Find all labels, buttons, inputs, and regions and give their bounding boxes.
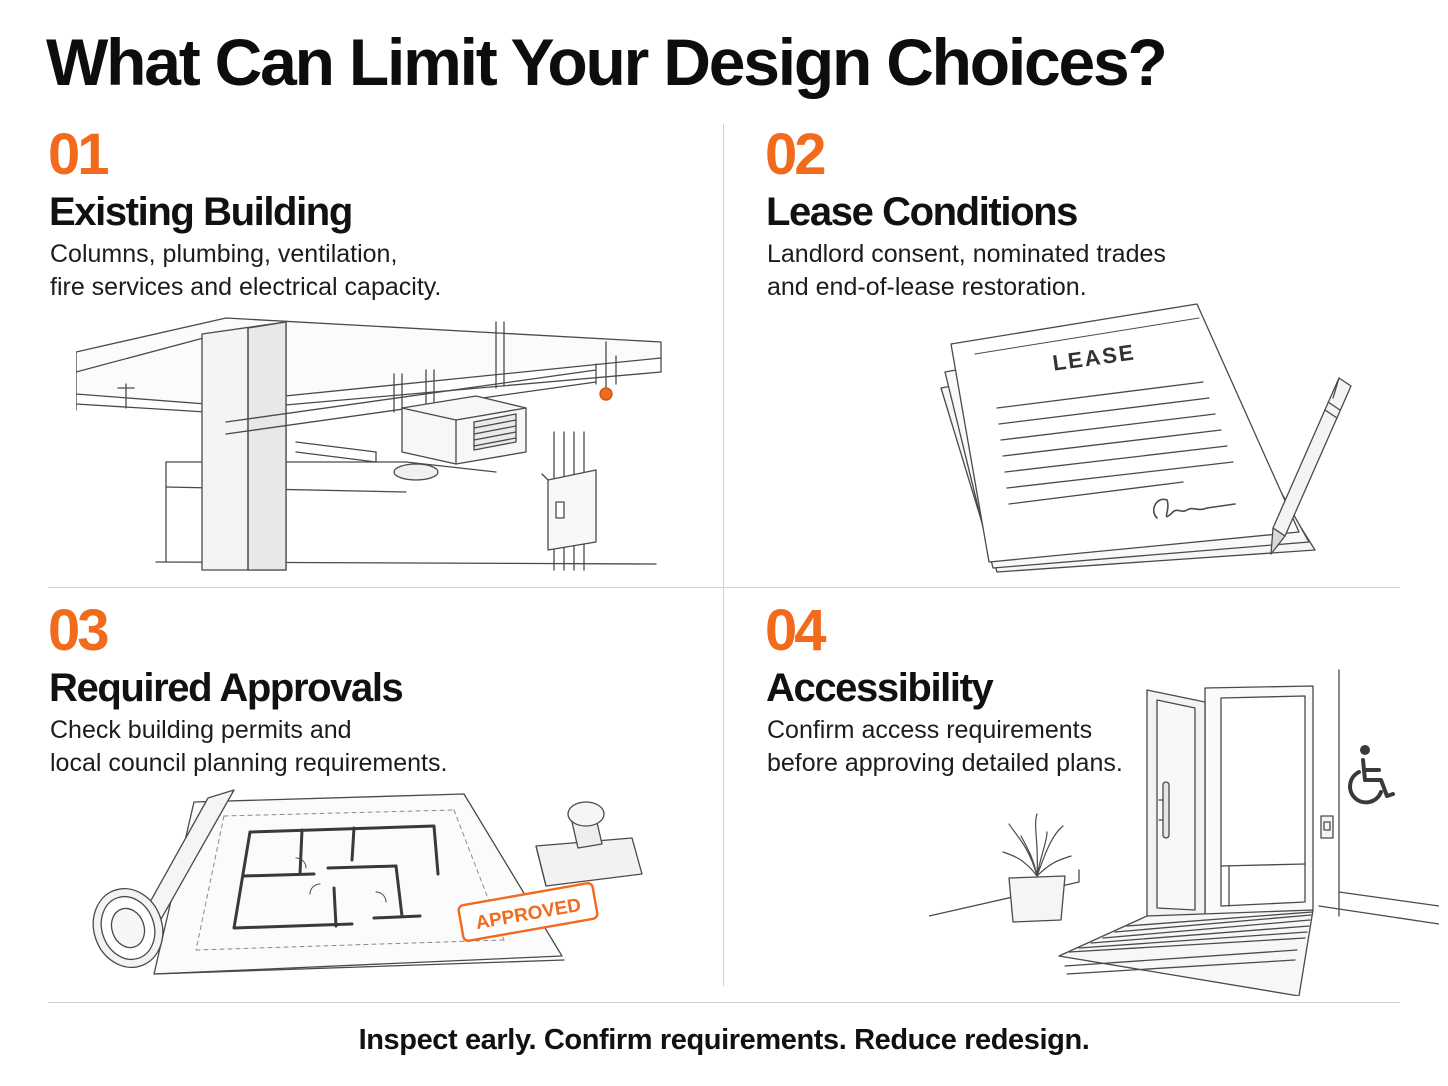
- section-description: Check building permits and local council…: [50, 714, 570, 780]
- accessible-doorway-illustration: [929, 666, 1439, 996]
- page-title: What Can Limit Your Design Choices?: [46, 25, 1168, 99]
- vertical-divider: [723, 124, 724, 986]
- section-number: 01: [48, 122, 109, 187]
- description-line: Confirm access requirements: [767, 716, 1093, 744]
- section-description: Columns, plumbing, ventilation, fire ser…: [50, 238, 570, 304]
- section-number: 03: [48, 598, 109, 663]
- description-line: Check building permits and: [50, 716, 352, 744]
- section-required-approvals: 03 Required Approvals Check building per…: [48, 596, 728, 1056]
- section-number: 04: [765, 598, 826, 663]
- lease-document-illustration: LEASE: [935, 300, 1375, 575]
- section-lease-conditions: 02 Lease Conditions Landlord consent, no…: [765, 120, 1445, 580]
- pen-icon: [1270, 377, 1352, 555]
- section-heading: Accessibility: [766, 666, 994, 710]
- description-line: Columns, plumbing, ventilation,: [50, 240, 398, 268]
- description-line: before approving detailed plans.: [767, 749, 1123, 777]
- section-description: Landlord consent, nominated trades and e…: [767, 238, 1287, 304]
- description-line: and end-of-lease restoration.: [767, 273, 1087, 301]
- section-number: 02: [765, 122, 826, 187]
- description-line: Landlord consent, nominated trades: [767, 240, 1166, 268]
- section-heading: Lease Conditions: [766, 190, 1078, 234]
- wheelchair-icon: [1345, 744, 1399, 810]
- section-heading: Existing Building: [49, 190, 353, 234]
- horizontal-divider: [48, 587, 1400, 588]
- section-description: Confirm access requirements before appro…: [767, 714, 1287, 780]
- section-accessibility: 04 Accessibility Confirm access requirem…: [765, 596, 1445, 1056]
- footer-divider: [48, 1002, 1400, 1003]
- floor-plan-stamp-illustration: APPROVED: [84, 788, 664, 978]
- building-services-illustration: [76, 312, 676, 574]
- description-line: local council planning requirements.: [50, 749, 448, 777]
- description-line: fire services and electrical capacity.: [50, 273, 442, 301]
- footer-tagline: Inspect early. Confirm requirements. Red…: [358, 1024, 1090, 1056]
- section-existing-building: 01 Existing Building Columns, plumbing, …: [48, 120, 728, 580]
- section-heading: Required Approvals: [49, 666, 404, 710]
